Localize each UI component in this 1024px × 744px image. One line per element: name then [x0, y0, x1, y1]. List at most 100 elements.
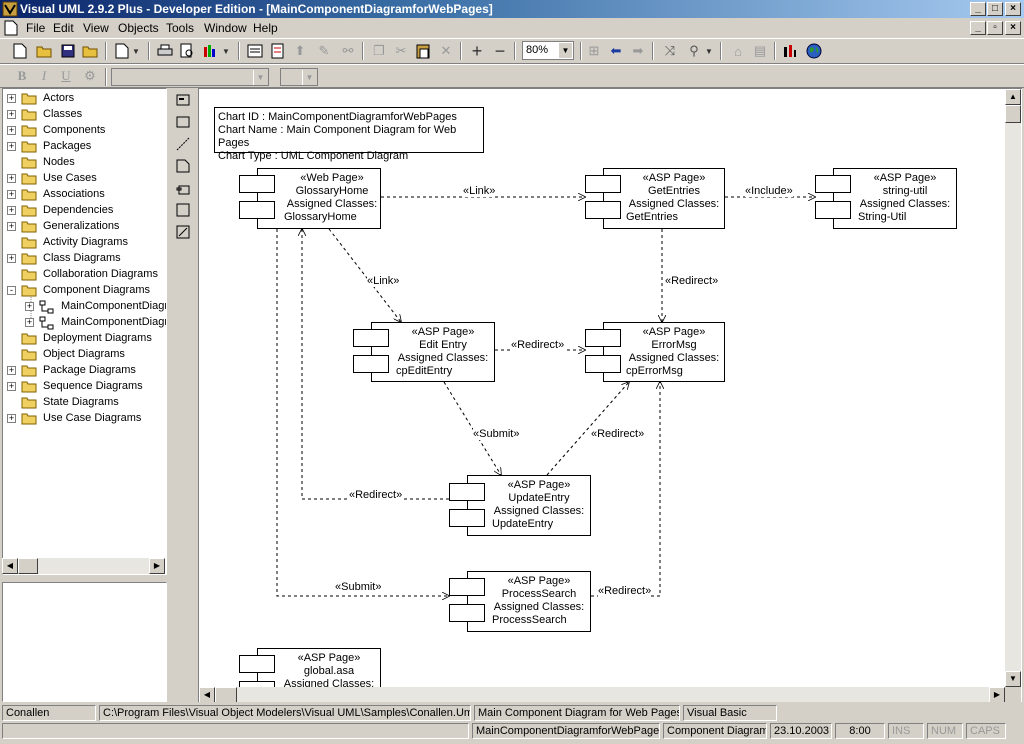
open-folder-icon[interactable] — [34, 41, 54, 61]
component-process-search[interactable]: «ASP Page» ProcessSearch Assigned Classe… — [467, 571, 591, 632]
home-icon[interactable]: ⌂ — [734, 43, 742, 59]
arrow-up-icon[interactable]: ⬆ — [294, 43, 306, 58]
bold-icon[interactable]: B — [17, 68, 27, 83]
wand-icon[interactable]: ✎ — [318, 43, 330, 58]
report-icon[interactable] — [200, 41, 220, 61]
diagram-canvas[interactable]: Chart ID : MainComponentDiagramforWebPag… — [198, 88, 1022, 702]
component-get-entries[interactable]: «ASP Page» GetEntries Assigned Classes: … — [603, 168, 725, 229]
menu-tools[interactable]: Tools — [166, 21, 195, 35]
expand-icon[interactable]: + — [25, 301, 34, 311]
connector-submit-editentry-updateentry[interactable] — [443, 381, 501, 475]
tree-horizontal-scrollbar[interactable]: ◀ ▶ — [2, 558, 165, 574]
font-size-combo[interactable]: ▼ — [280, 68, 318, 86]
scroll-down-icon[interactable]: ▼ — [1005, 671, 1021, 687]
zoom-out-icon[interactable]: − — [494, 40, 506, 61]
font-name-combo[interactable]: ▼ — [111, 68, 269, 86]
chevron-down-icon[interactable]: ▼ — [222, 46, 230, 56]
expand-icon[interactable]: + — [7, 109, 16, 119]
scroll-left-icon[interactable]: ◀ — [199, 687, 215, 702]
expand-icon[interactable]: + — [7, 141, 16, 151]
expand-icon[interactable]: + — [7, 253, 16, 263]
chevron-down-icon[interactable]: ▼ — [253, 70, 267, 85]
expand-icon[interactable]: + — [7, 205, 16, 215]
line-tool-icon[interactable] — [173, 222, 193, 242]
zoom-in-icon[interactable]: + — [471, 40, 483, 61]
copy-icon[interactable]: ❐ — [373, 43, 385, 58]
component-tool-icon[interactable] — [173, 178, 193, 198]
paste-icon[interactable] — [413, 41, 433, 61]
expand-icon[interactable]: + — [7, 173, 16, 183]
format-painter-icon[interactable]: ⚙ — [84, 68, 96, 83]
menu-file[interactable]: File — [26, 21, 46, 35]
doc-restore-button[interactable]: ▫ — [987, 21, 1003, 35]
new-diagram-icon[interactable] — [112, 41, 132, 61]
expand-icon[interactable]: + — [7, 93, 16, 103]
scroll-left-icon[interactable]: ◀ — [2, 558, 18, 574]
statistics-icon[interactable] — [780, 41, 800, 61]
save-all-icon[interactable] — [80, 41, 100, 61]
back-arrow-icon[interactable]: ⬅ — [610, 43, 622, 58]
collapse-icon[interactable]: - — [7, 286, 16, 295]
canvas-vertical-scrollbar[interactable]: ▲ ▼ — [1005, 89, 1021, 687]
menu-view[interactable]: View — [83, 21, 109, 35]
connector-redirect-updateentry-errormsg[interactable] — [546, 382, 629, 476]
expand-icon[interactable]: + — [7, 413, 16, 423]
minimize-button[interactable]: _ — [970, 2, 986, 16]
component-edit-entry[interactable]: «ASP Page» Edit Entry Assigned Classes: … — [371, 322, 495, 382]
component-string-util[interactable]: «ASP Page» string-util Assigned Classes:… — [833, 168, 957, 229]
zoom-combo[interactable]: 80% ▼ — [522, 41, 574, 60]
document-icon[interactable] — [4, 20, 18, 36]
cut-icon[interactable]: ✂ — [395, 43, 407, 58]
scroll-thumb[interactable] — [18, 558, 38, 574]
binoculars-icon[interactable]: ⊞ — [588, 43, 600, 58]
expand-icon[interactable]: + — [7, 125, 16, 135]
find-icon[interactable]: ⚲ — [689, 43, 699, 58]
diagram-area[interactable]: Chart ID : MainComponentDiagramforWebPag… — [199, 89, 1005, 702]
expand-icon[interactable]: + — [25, 317, 34, 327]
component-update-entry[interactable]: «ASP Page» UpdateEntry Assigned Classes:… — [467, 475, 591, 536]
print-icon[interactable] — [155, 41, 175, 61]
new-icon[interactable] — [10, 41, 30, 61]
connector-link-glossary-editentry[interactable] — [328, 228, 401, 322]
connector-redirect-processsearch-errormsg[interactable] — [591, 382, 660, 597]
expand-icon[interactable]: + — [7, 381, 16, 391]
component-error-msg[interactable]: «ASP Page» ErrorMsg Assigned Classes: cp… — [603, 322, 725, 382]
italic-icon[interactable]: I — [41, 68, 47, 83]
expand-icon[interactable]: + — [7, 365, 16, 375]
checklist-icon[interactable] — [268, 41, 288, 61]
link-icon[interactable]: ⚯ — [342, 43, 354, 58]
forward-arrow-icon[interactable]: ➡ — [632, 43, 644, 58]
globe-icon[interactable] — [804, 41, 824, 61]
rectangle-tool-icon[interactable] — [173, 112, 193, 132]
connector-submit-glossary-processsearch[interactable] — [276, 229, 449, 596]
chevron-down-icon[interactable]: ▼ — [302, 70, 316, 85]
expand-icon[interactable]: + — [7, 221, 16, 231]
expand-icon[interactable]: + — [7, 189, 16, 199]
model-check-icon[interactable]: ⤨ — [664, 43, 676, 58]
dependency-tool-icon[interactable] — [173, 134, 193, 154]
scroll-right-icon[interactable]: ▶ — [149, 558, 165, 574]
menu-help[interactable]: Help — [253, 21, 278, 35]
delete-icon[interactable]: ✕ — [440, 43, 452, 58]
select-tool-icon[interactable] — [173, 90, 193, 110]
menu-window[interactable]: Window — [204, 21, 247, 35]
chevron-down-icon[interactable]: ▼ — [558, 43, 572, 58]
chevron-down-icon[interactable]: ▼ — [132, 46, 140, 56]
menu-edit[interactable]: Edit — [53, 21, 74, 35]
save-icon[interactable] — [58, 41, 78, 61]
doc-close-button[interactable]: × — [1005, 21, 1021, 35]
chevron-down-icon[interactable]: ▼ — [705, 46, 713, 56]
scroll-right-icon[interactable]: ▶ — [989, 687, 1005, 702]
canvas-horizontal-scrollbar[interactable]: ◀ ▶ — [199, 687, 1005, 702]
note-tool-icon[interactable] — [173, 156, 193, 176]
underline-icon[interactable]: U — [61, 68, 71, 83]
maximize-button[interactable]: □ — [987, 2, 1003, 16]
component-glossary-home[interactable]: «Web Page» GlossaryHome Assigned Classes… — [257, 168, 381, 229]
print-preview-icon[interactable] — [177, 41, 197, 61]
doc-minimize-button[interactable]: _ — [970, 21, 986, 35]
scroll-thumb[interactable] — [215, 687, 237, 702]
scroll-thumb[interactable] — [1005, 105, 1021, 123]
scroll-up-icon[interactable]: ▲ — [1005, 89, 1021, 105]
layout-icon[interactable]: ▤ — [753, 43, 767, 58]
menu-objects[interactable]: Objects — [118, 21, 159, 35]
